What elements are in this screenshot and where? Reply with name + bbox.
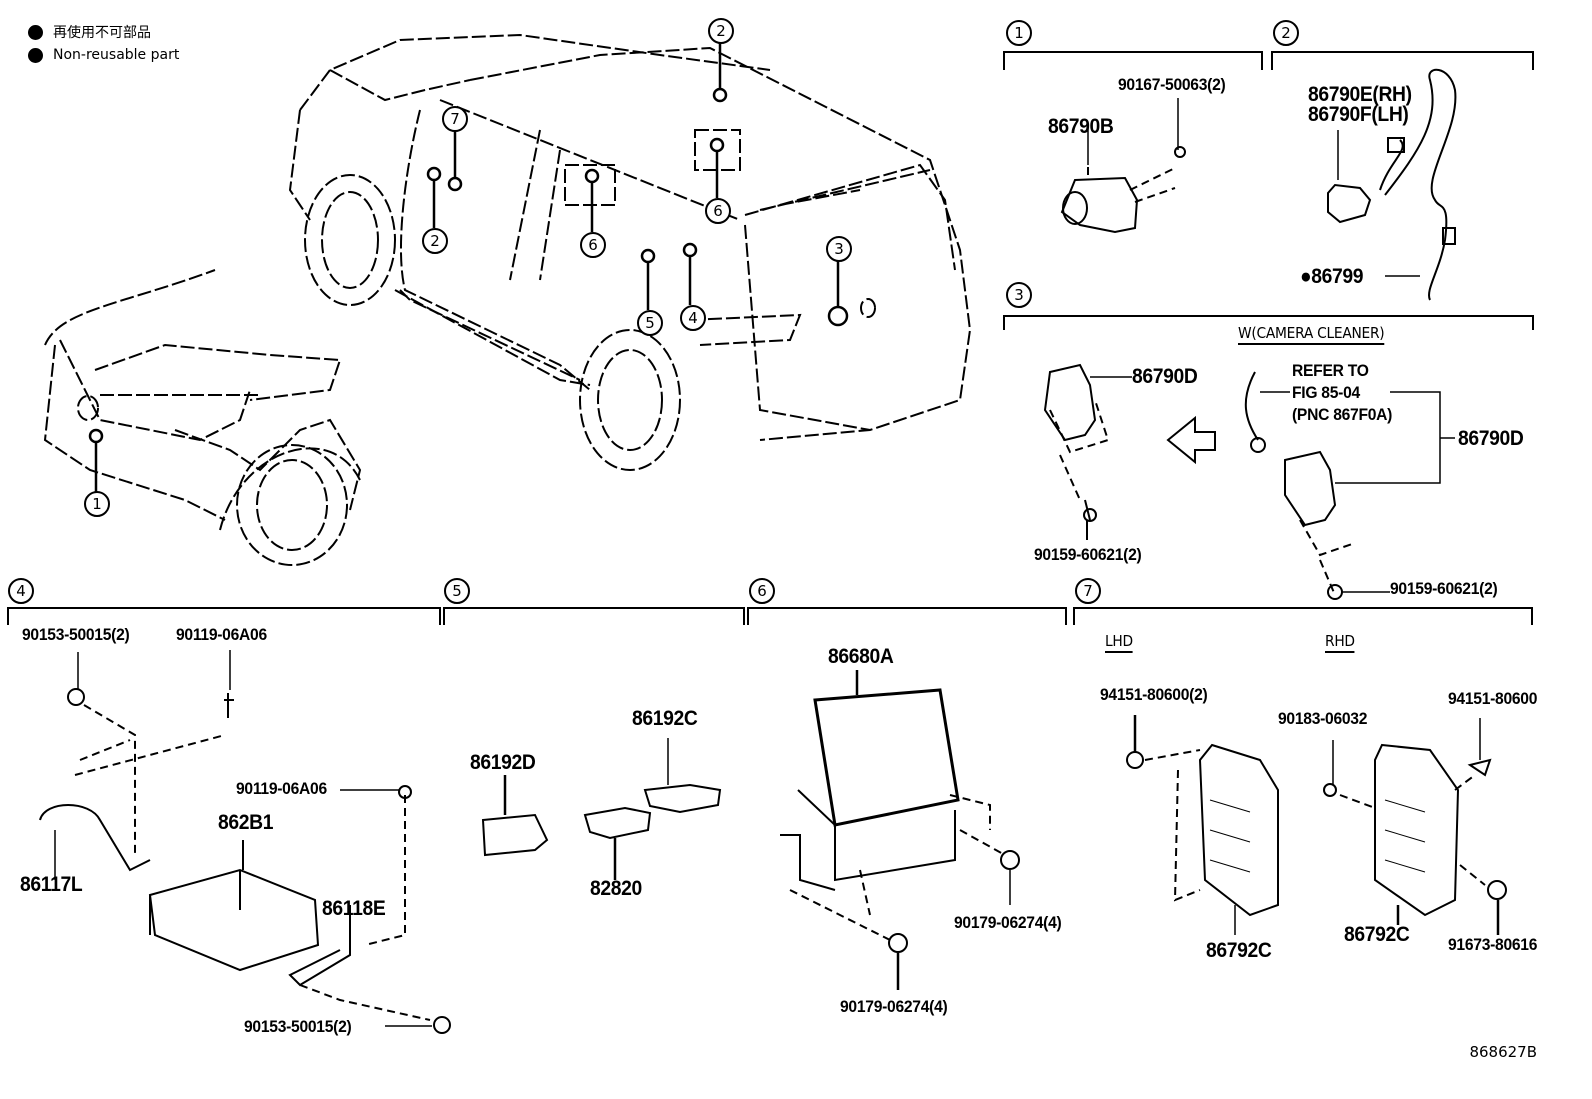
part-label-display-86680A[interactable]: 86680A (828, 645, 894, 668)
front-vehicle-drawing (43, 269, 362, 566)
section-number-5: 5 (444, 578, 470, 604)
lhd-label: LHD (1105, 634, 1133, 653)
part-label-module-86792C-rhd[interactable]: 86792C (1344, 923, 1410, 946)
condition-label-camera-cleaner: W(CAMERA CLEANER) (1238, 326, 1385, 345)
part-label-camera-86790D-left[interactable]: 86790D (1132, 365, 1198, 388)
filled-circle-icon (28, 24, 43, 40)
callout-leaders (88, 42, 849, 492)
part-label-module-86792C-lhd[interactable]: 86792C (1206, 939, 1272, 962)
s7-module-drawing (1126, 715, 1507, 935)
rhd-label: RHD (1325, 634, 1355, 653)
s6-display-drawing (780, 670, 1020, 990)
part-label-bracket-86118E[interactable]: 86118E (322, 897, 386, 920)
part-label-nut-94151-lhd[interactable]: 94151-80600(2) (1100, 685, 1208, 704)
s4-module-drawing (39, 650, 451, 1034)
part-label-screw-90159-right[interactable]: 90159-60621(2) (1390, 579, 1498, 598)
part-label-wire-86799[interactable]: ●86799 (1300, 265, 1364, 288)
vehicle-callout-2-rear-roof[interactable]: 2 (708, 18, 734, 44)
refer-note-line-2[interactable]: FIG 85-04 (1292, 383, 1360, 402)
vehicle-callout-2-front-door[interactable]: 2 (422, 228, 448, 254)
legend-text: Non-reusable part (53, 47, 180, 63)
section-number-2: 2 (1273, 20, 1299, 46)
part-label-camera-86790E[interactable]: 86790E(RH) (1308, 83, 1412, 106)
part-label-module-862B1[interactable]: 862B1 (218, 811, 274, 834)
figure-code: 868627B (1469, 1043, 1537, 1061)
section-brackets (7, 51, 1534, 625)
section-number-1: 1 (1006, 20, 1032, 46)
vehicle-callout-6-rear[interactable]: 6 (705, 198, 731, 224)
part-label-bolt-90153-top[interactable]: 90153-50015(2) (22, 625, 130, 644)
part-label-connector-82820[interactable]: 82820 (590, 877, 642, 900)
refer-note-line-1: REFER TO (1292, 361, 1369, 380)
legend-text: 再使用不可部品 (53, 25, 151, 41)
section-number-6: 6 (749, 578, 775, 604)
legend-item-japanese: 再使用不可部品 (28, 22, 151, 42)
part-label-nut-90179-bottom[interactable]: 90179-06274(4) (840, 997, 948, 1016)
part-label-camera-86790F[interactable]: 86790F(LH) (1308, 103, 1409, 126)
part-label-screw-90167[interactable]: 90167-50063(2) (1118, 75, 1226, 94)
filled-circle-icon (28, 47, 43, 63)
part-label-nut-94151-rhd[interactable]: 94151-80600 (1448, 689, 1538, 708)
part-label-screw-90119-top[interactable]: 90119-06A06 (176, 625, 267, 644)
s2-camera-wire-drawing (1327, 68, 1457, 301)
refer-note-line-3: (PNC 867F0A) (1292, 405, 1393, 424)
s1-camera-drawing (1060, 98, 1186, 234)
section-number-7: 7 (1075, 578, 1101, 604)
part-label-bolt-90153-bottom[interactable]: 90153-50015(2) (244, 1017, 352, 1036)
vehicle-callout-5[interactable]: 5 (637, 310, 663, 336)
vehicle-callout-7[interactable]: 7 (442, 106, 468, 132)
part-label-socket-86192D[interactable]: 86192D (470, 751, 536, 774)
part-label-camera-86790B[interactable]: 86790B (1048, 115, 1114, 138)
section-number-4: 4 (8, 578, 34, 604)
part-label-socket-86192C[interactable]: 86192C (632, 707, 698, 730)
s3-camera-drawing (1043, 363, 1455, 600)
legend-item-english: Non-reusable part (28, 47, 179, 63)
vehicle-callout-4[interactable]: 4 (680, 305, 706, 331)
part-label-bracket-86117L[interactable]: 86117L (20, 873, 83, 896)
part-label-camera-86790D-right[interactable]: 86790D (1458, 427, 1524, 450)
vehicle-callout-6-front[interactable]: 6 (580, 232, 606, 258)
part-label-screw-90159-left[interactable]: 90159-60621(2) (1034, 545, 1142, 564)
part-label-screw-90183[interactable]: 90183-06032 (1278, 709, 1368, 728)
part-label-bolt-91673[interactable]: 91673-80616 (1448, 935, 1538, 954)
vehicle-callout-1[interactable]: 1 (84, 491, 110, 517)
s5-socket-drawing (481, 738, 722, 880)
rear-vehicle-drawing (288, 33, 972, 471)
vehicle-callout-3[interactable]: 3 (826, 236, 852, 262)
part-label-screw-90119-right[interactable]: 90119-06A06 (236, 779, 327, 798)
part-label-nut-90179-right[interactable]: 90179-06274(4) (954, 913, 1062, 932)
section-number-3: 3 (1006, 282, 1032, 308)
